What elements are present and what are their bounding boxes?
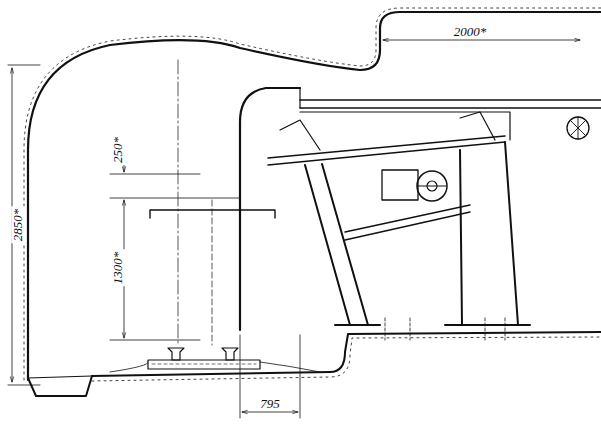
dimension-label: 2000*	[452, 25, 489, 39]
dimension-label: 1300*	[111, 250, 125, 287]
dimension-label: 250*	[111, 135, 125, 165]
dimension-label: 2850*	[11, 207, 25, 244]
dimension-label: 795	[258, 397, 282, 411]
